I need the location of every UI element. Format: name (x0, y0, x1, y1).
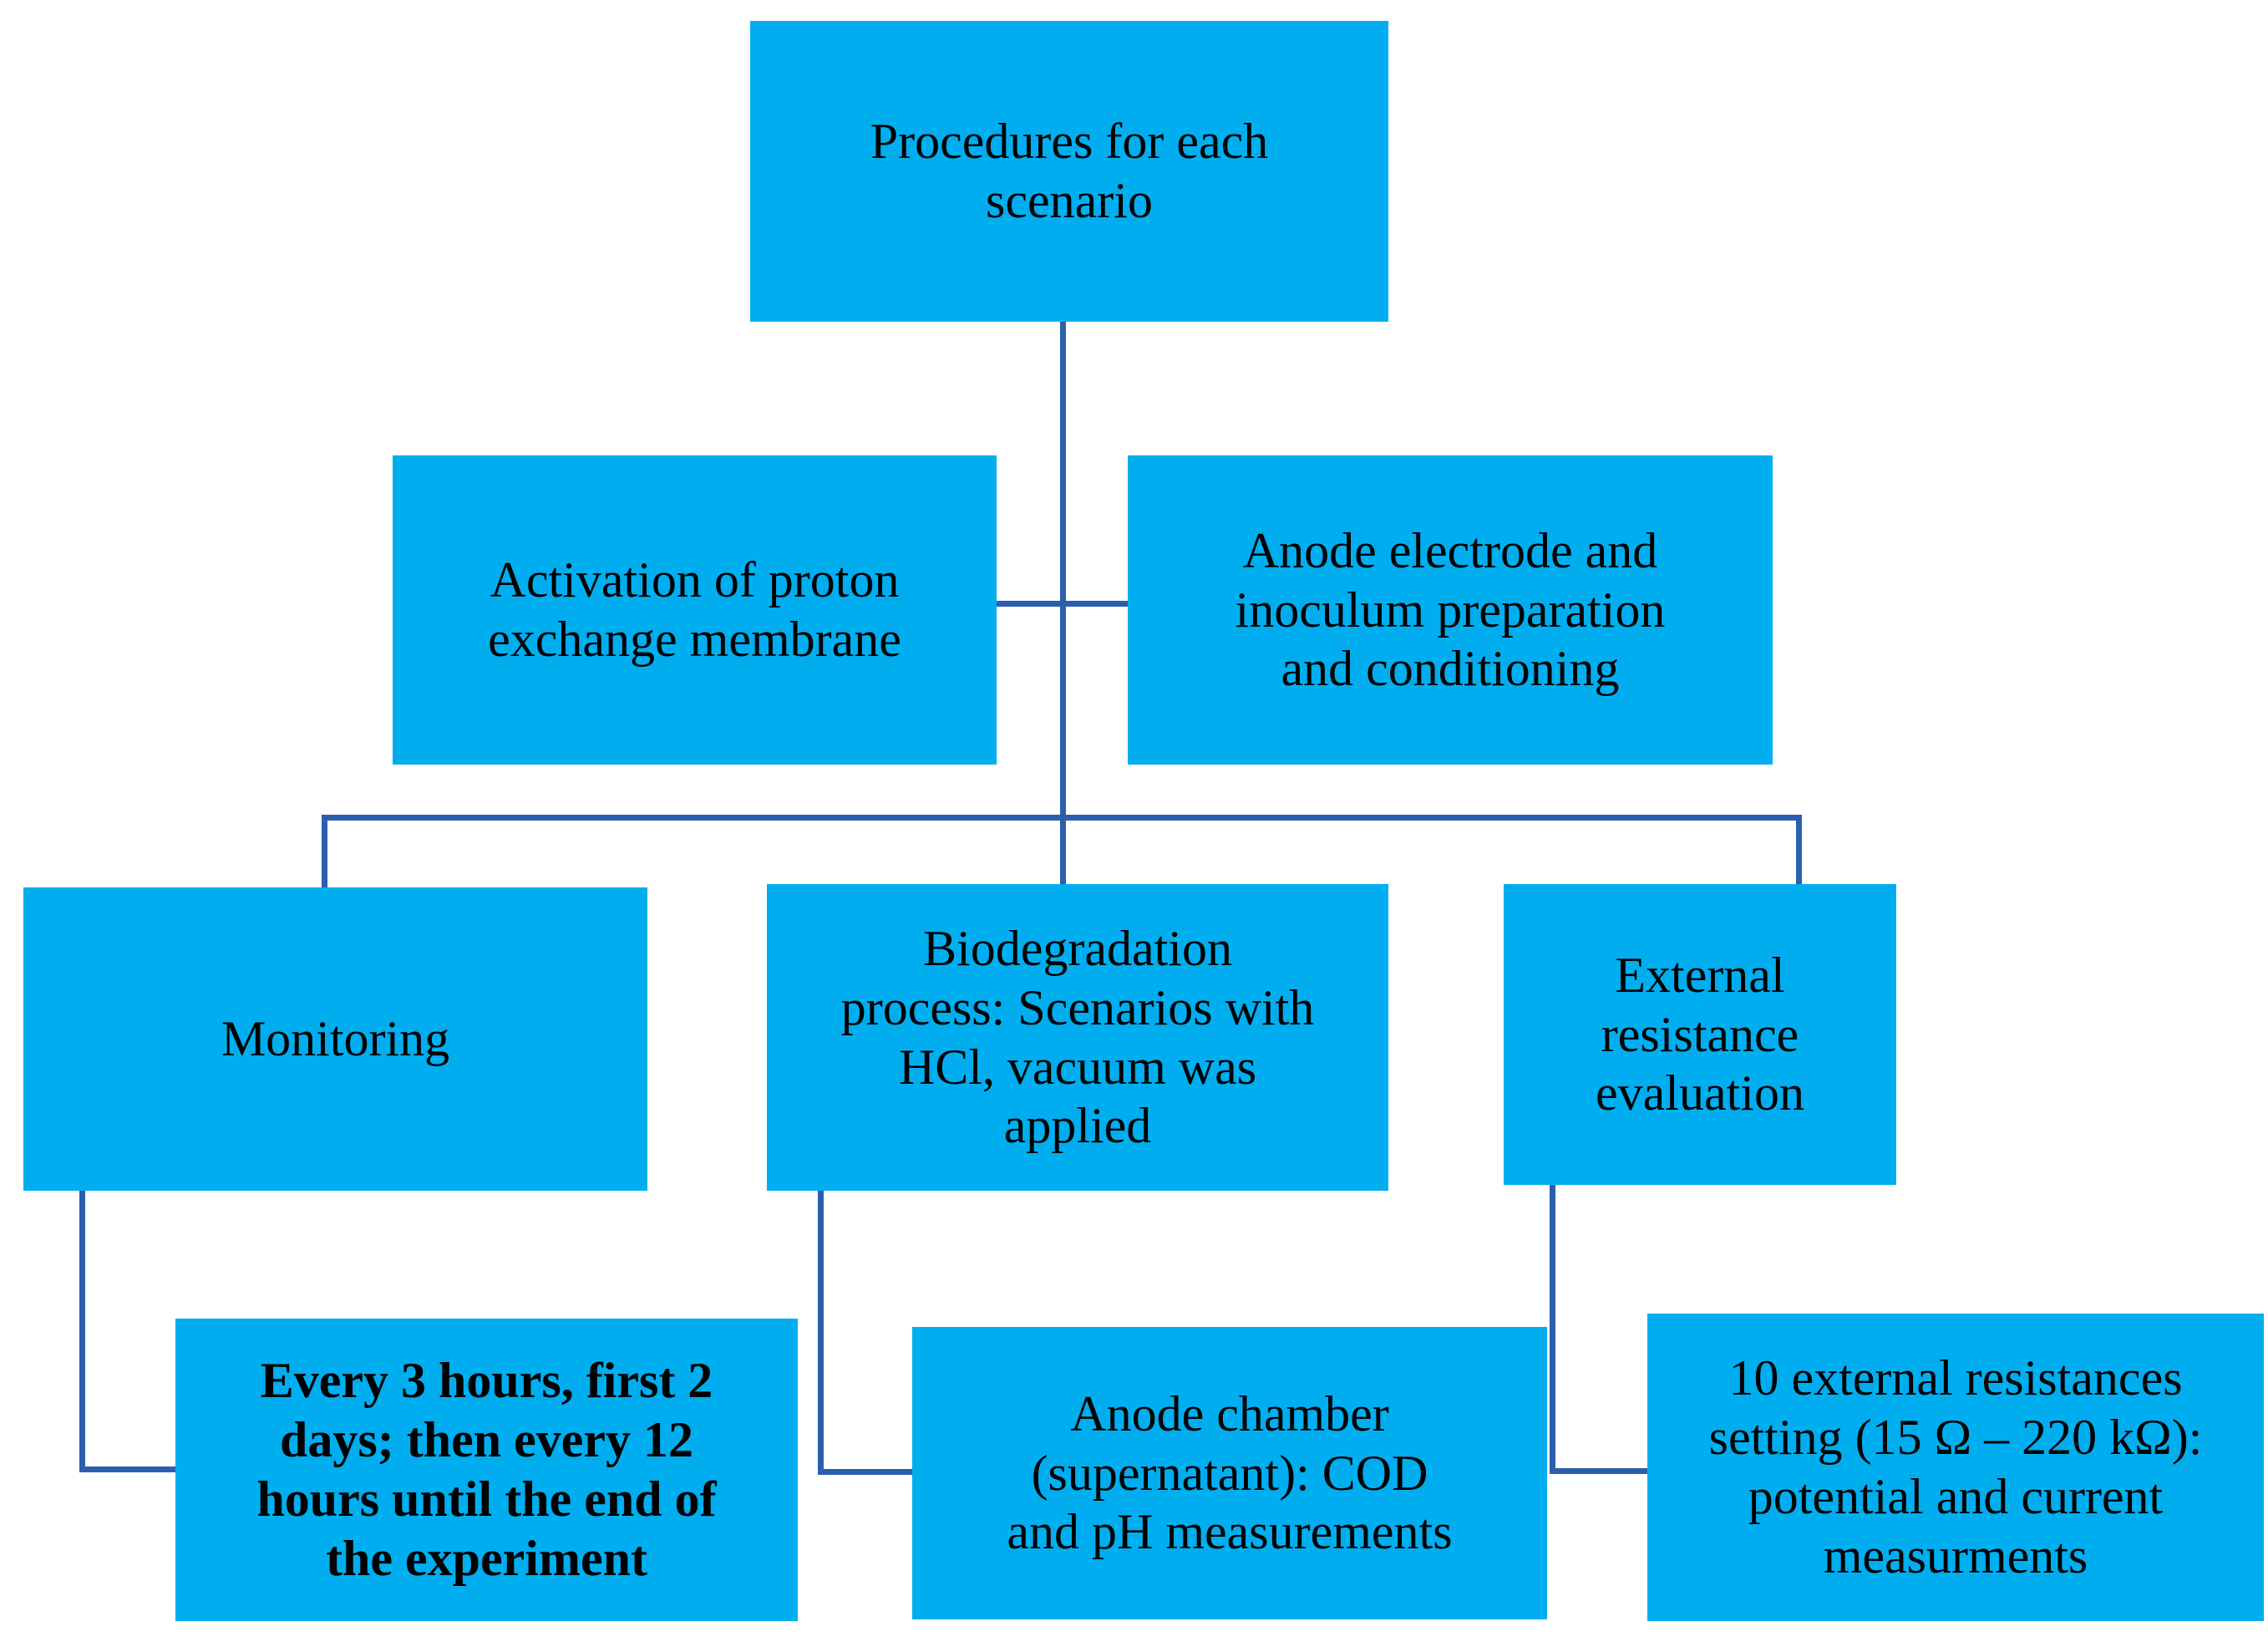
connector-biodegradation-drop (818, 1191, 824, 1475)
connector-row3-left-leg (322, 815, 327, 888)
node-external-resistance-evaluation[interactable]: External resistance evaluation (1504, 884, 1896, 1185)
node-biodegradation-process[interactable]: Biodegradation process: Scenarios with H… (767, 884, 1388, 1191)
node-label: External resistance evaluation (1596, 947, 1804, 1121)
connector-row3-center-leg (1060, 815, 1066, 885)
connector-monitoring-to-schedule (79, 1466, 178, 1472)
connector-biodegradation-to-codph (818, 1469, 916, 1475)
node-activation-of-proton-exchange-membrane[interactable]: Activation of proton exchange membrane (393, 455, 997, 765)
connector-external-resistance-drop (1550, 1185, 1555, 1474)
node-label: Activation of proton exchange membrane (488, 552, 901, 667)
node-anode-electrode-and-inoculum-preparation[interactable]: Anode electrode and inoculum preparation… (1128, 455, 1773, 765)
connector-external-resistance-to-resistors (1550, 1468, 1652, 1474)
node-label: Monitoring (221, 1011, 450, 1067)
node-monitoring-schedule[interactable]: Every 3 hours, first 2 days; then every … (175, 1319, 798, 1621)
connector-row3-right-leg (1796, 815, 1802, 888)
node-label: Procedures for each scenario (870, 114, 1269, 228)
connector-pem-to-anode (994, 601, 1130, 607)
node-label: Every 3 hours, first 2 days; then every … (256, 1353, 717, 1586)
node-anode-chamber-cod-ph-measurements[interactable]: Anode chamber (supernatant): COD and pH … (912, 1327, 1547, 1619)
node-monitoring[interactable]: Monitoring (23, 887, 647, 1191)
node-procedures-for-each-scenario[interactable]: Procedures for each scenario (750, 21, 1388, 322)
node-label: Anode chamber (supernatant): COD and pH … (1007, 1385, 1453, 1560)
connector-root-trunk (1060, 322, 1066, 821)
node-label: Anode electrode and inoculum preparation… (1235, 522, 1666, 697)
node-label: Biodegradation process: Scenarios with H… (840, 920, 1315, 1154)
connector-monitoring-drop (79, 1191, 85, 1472)
node-label: 10 external resistances setting (15 Ω – … (1708, 1350, 2203, 1583)
node-external-resistances-setting[interactable]: 10 external resistances setting (15 Ω – … (1647, 1314, 2264, 1621)
